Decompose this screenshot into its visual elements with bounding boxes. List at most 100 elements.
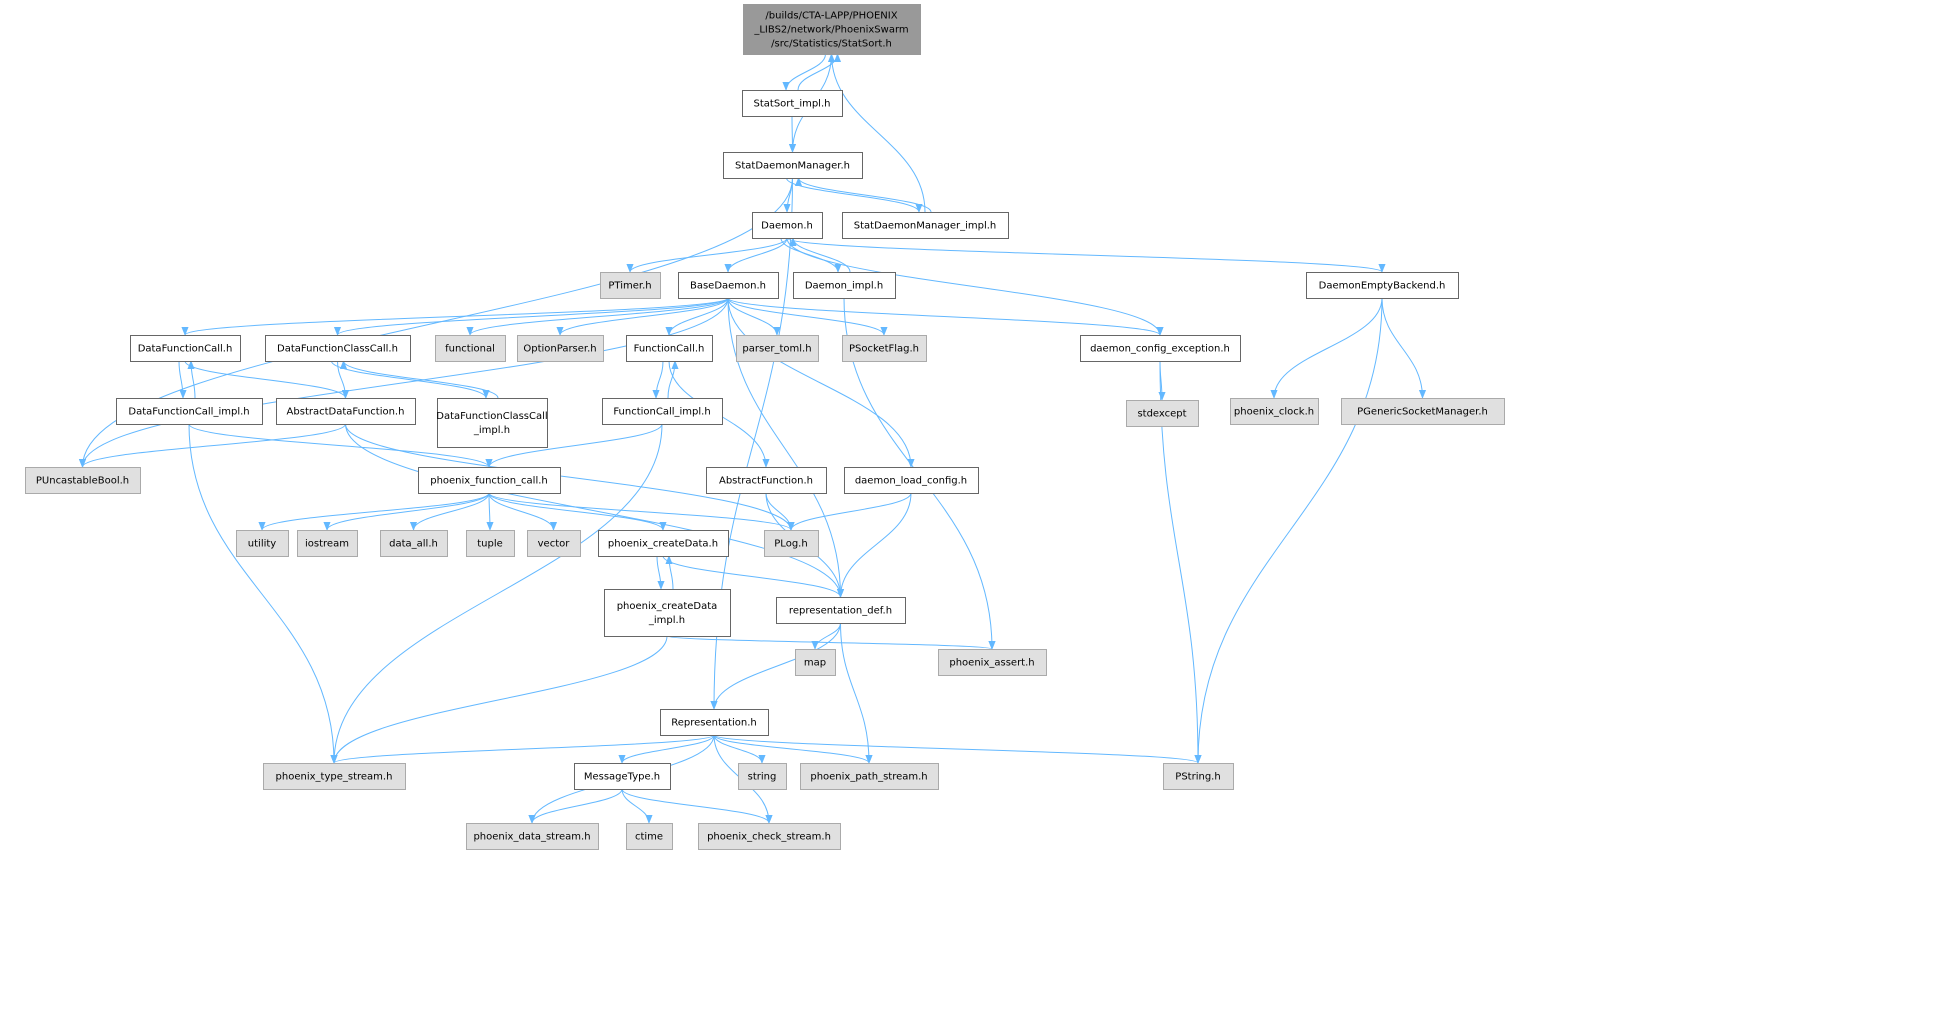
edge-representation-def-to-representation — [710, 622, 841, 710]
edge-daemon-to-daemon-empty-backend — [786, 237, 1386, 273]
node-box[interactable] — [1306, 272, 1459, 299]
node-box[interactable] — [844, 467, 979, 494]
node-label: DaemonEmptyBackend.h — [1319, 281, 1446, 292]
edge-data-function-call-impl-to-phoenix-function-call — [188, 423, 493, 468]
node-label: AbstractFunction.h — [719, 476, 813, 487]
node-label: DataFunctionCall_impl.h — [128, 407, 249, 418]
node-stat-daemon-manager[interactable]: StatDaemonManager.h — [723, 152, 863, 179]
node-iostream: iostream — [297, 530, 358, 557]
node-box[interactable] — [660, 709, 769, 736]
node-base-daemon[interactable]: BaseDaemon.h — [678, 272, 779, 299]
node-box[interactable] — [437, 398, 548, 448]
node-box[interactable] — [116, 398, 263, 425]
node-box[interactable] — [130, 335, 241, 362]
node-box — [698, 823, 841, 850]
node-label: utility — [248, 539, 277, 550]
node-abstract-function[interactable]: AbstractFunction.h — [706, 467, 827, 494]
node-box — [1126, 400, 1199, 427]
node-function-call[interactable]: FunctionCall.h — [626, 335, 713, 362]
node-stat-daemon-manager-impl[interactable]: StatDaemonManager_impl.h — [842, 212, 1009, 239]
edge-base-daemon-to-representation-def — [727, 297, 845, 598]
node-box — [466, 823, 599, 850]
node-data-function-call-impl[interactable]: DataFunctionCall_impl.h — [116, 398, 263, 425]
node-box — [800, 763, 939, 790]
node-daemon[interactable]: Daemon.h — [752, 212, 823, 239]
node-stdexcept: stdexcept — [1126, 400, 1199, 427]
node-box[interactable] — [598, 530, 729, 557]
node-box[interactable] — [626, 335, 713, 362]
node-daemon-empty-backend[interactable]: DaemonEmptyBackend.h — [1306, 272, 1459, 299]
node-box[interactable] — [418, 467, 561, 494]
node-label: tuple — [477, 539, 503, 550]
node-box[interactable] — [742, 90, 843, 117]
node-tuple: tuple — [466, 530, 515, 557]
node-box[interactable] — [678, 272, 779, 299]
node-box[interactable] — [602, 398, 723, 425]
node-box[interactable] — [706, 467, 827, 494]
node-box — [938, 649, 1047, 676]
node-representation[interactable]: Representation.h — [660, 709, 769, 736]
node-phoenix-function-call[interactable]: phoenix_function_call.h — [418, 467, 561, 494]
edge-phoenix-create-data-impl-to-phoenix-type-stream — [330, 635, 668, 764]
node-label: _impl.h — [648, 615, 685, 626]
node-box — [25, 467, 141, 494]
node-box[interactable] — [752, 212, 823, 239]
node-string: string — [738, 763, 787, 790]
edge-base-daemon-to-data-function-call — [181, 297, 729, 336]
node-data-function-class-call-impl[interactable]: DataFunctionClassCall_impl.h — [436, 398, 548, 448]
node-label: vector — [538, 539, 571, 550]
node-data-function-call[interactable]: DataFunctionCall.h — [130, 335, 241, 362]
node-representation-def[interactable]: representation_def.h — [776, 597, 906, 624]
node-label: FunctionCall.h — [634, 344, 705, 355]
node-label: data_all.h — [389, 539, 438, 550]
edge-root-to-stat-sort-impl — [782, 53, 826, 91]
node-message-type[interactable]: MessageType.h — [574, 763, 671, 790]
edge-base-daemon-to-daemon-config-exception — [727, 297, 1164, 336]
node-daemon-config-exception[interactable]: daemon_config_exception.h — [1080, 335, 1241, 362]
node-map: map — [795, 649, 836, 676]
edge-base-daemon-to-parser-toml — [727, 297, 781, 336]
node-phoenix-assert: phoenix_assert.h — [938, 649, 1047, 676]
node-box[interactable] — [1080, 335, 1241, 362]
node-label: phoenix_clock.h — [1234, 407, 1314, 418]
node-box[interactable] — [276, 398, 416, 425]
node-box[interactable] — [793, 272, 896, 299]
edge-representation-to-pstring — [713, 734, 1202, 764]
edge-data-function-call-to-abstract-data-function — [184, 360, 350, 399]
node-label: map — [804, 658, 826, 669]
node-daemon-load-config[interactable]: daemon_load_config.h — [844, 467, 979, 494]
node-box[interactable] — [265, 335, 411, 362]
node-box[interactable] — [574, 763, 671, 790]
node-daemon-impl[interactable]: Daemon_impl.h — [793, 272, 896, 299]
node-label: DataFunctionCall.h — [138, 344, 233, 355]
node-puncastable-bool: PUncastableBool.h — [25, 467, 141, 494]
node-stat-sort-impl[interactable]: StatSort_impl.h — [742, 90, 843, 117]
node-psocket-flag: PSocketFlag.h — [842, 335, 927, 362]
node-box[interactable] — [723, 152, 863, 179]
node-abstract-data-function[interactable]: AbstractDataFunction.h — [276, 398, 416, 425]
edge-abstract-data-function-to-plog — [345, 423, 795, 531]
node-pstring: PString.h — [1163, 763, 1234, 790]
node-box[interactable] — [776, 597, 906, 624]
node-label: phoenix_createData.h — [608, 539, 718, 550]
node-phoenix-data-stream: phoenix_data_stream.h — [466, 823, 599, 850]
edge-base-daemon-to-puncastable-bool — [78, 297, 729, 468]
node-option-parser: OptionParser.h — [517, 335, 604, 362]
node-phoenix-create-data[interactable]: phoenix_createData.h — [598, 530, 729, 557]
node-label: PUncastableBool.h — [36, 476, 129, 487]
node-box — [626, 823, 673, 850]
edge-daemon-empty-backend-to-phoenix-clock — [1270, 297, 1383, 399]
edge-representation-to-phoenix-path-stream — [713, 734, 873, 764]
node-phoenix-create-data-impl[interactable]: phoenix_createData_impl.h — [604, 589, 731, 637]
node-function-call-impl[interactable]: FunctionCall_impl.h — [602, 398, 723, 425]
edge-message-type-to-phoenix-check-stream — [621, 788, 773, 824]
node-box[interactable] — [604, 589, 731, 637]
node-data-function-class-call[interactable]: DataFunctionClassCall.h — [265, 335, 411, 362]
node-box[interactable] — [842, 212, 1009, 239]
node-root: /builds/CTA-LAPP/PHOENIX_LIBS2/network/P… — [743, 4, 921, 55]
edge-daemon-empty-backend-to-pstring — [1194, 297, 1383, 764]
node-label: PGenericSocketManager.h — [1357, 407, 1488, 418]
node-box — [297, 530, 358, 557]
edge-stat-sort-impl-to-stat-daemon-manager — [788, 115, 797, 153]
